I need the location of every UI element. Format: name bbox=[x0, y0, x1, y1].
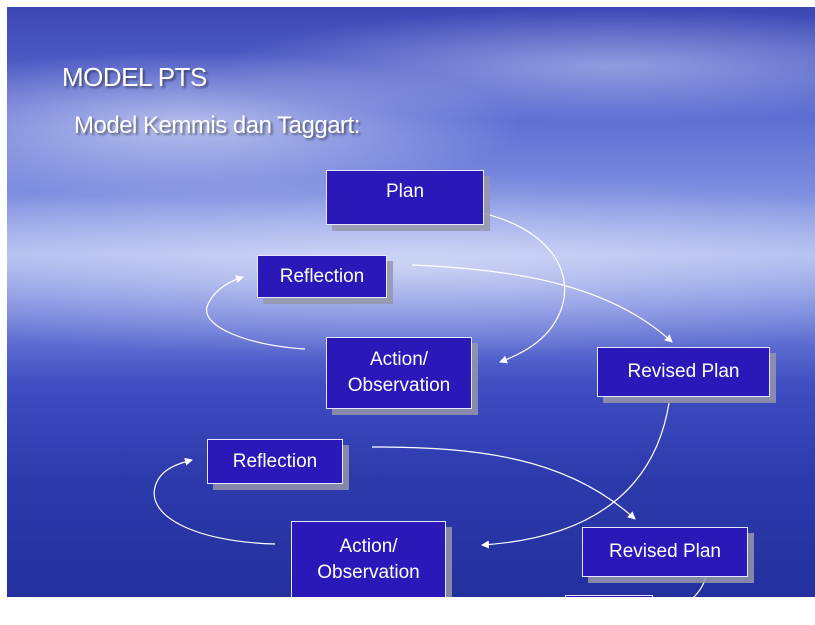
revised-plan-label-2: Revised Plan bbox=[609, 541, 721, 563]
arrow-reflection-1-to-revised-plan-1 bbox=[411, 264, 673, 343]
action-observation-box-1: Action/ Observation bbox=[326, 337, 472, 409]
revised-plan-box-2: Revised Plan bbox=[582, 527, 748, 577]
reflection-label-1: Reflection bbox=[279, 265, 365, 287]
arrow-revised-plan-1-to-action-2 bbox=[481, 402, 670, 549]
cycle-arrows bbox=[153, 206, 708, 597]
action-observation-box-2: Action/ Observation bbox=[291, 521, 446, 597]
reflection-box-1: Reflection bbox=[257, 255, 387, 298]
action-label-2: Action/ bbox=[339, 536, 398, 558]
slide: MODEL PTS Model Kemmis dan Taggart: Plan… bbox=[7, 7, 815, 597]
slide-title: MODEL PTS bbox=[62, 62, 207, 92]
observation-label-1: Observation bbox=[347, 375, 451, 396]
arrow-action-2-to-reflection-2 bbox=[153, 457, 276, 545]
dst-box: dst bbox=[565, 595, 653, 597]
arrow-action-1-to-reflection-1 bbox=[206, 275, 306, 350]
plan-box: Plan bbox=[326, 170, 484, 225]
revised-plan-box-1: Revised Plan bbox=[597, 347, 770, 397]
arrow-plan-to-action-1 bbox=[424, 206, 566, 364]
action-label-1: Action/ bbox=[369, 349, 429, 371]
slide-subtitle: Model Kemmis dan Taggart: bbox=[74, 112, 360, 139]
plan-label: Plan bbox=[385, 181, 425, 202]
revised-plan-label-1: Revised Plan bbox=[627, 361, 740, 383]
arrow-reflection-2-to-revised-plan-2 bbox=[371, 446, 636, 520]
reflection-box-2: Reflection bbox=[207, 439, 343, 484]
reflection-label-2: Reflection bbox=[232, 450, 318, 472]
observation-label-2: Observation bbox=[317, 562, 420, 583]
